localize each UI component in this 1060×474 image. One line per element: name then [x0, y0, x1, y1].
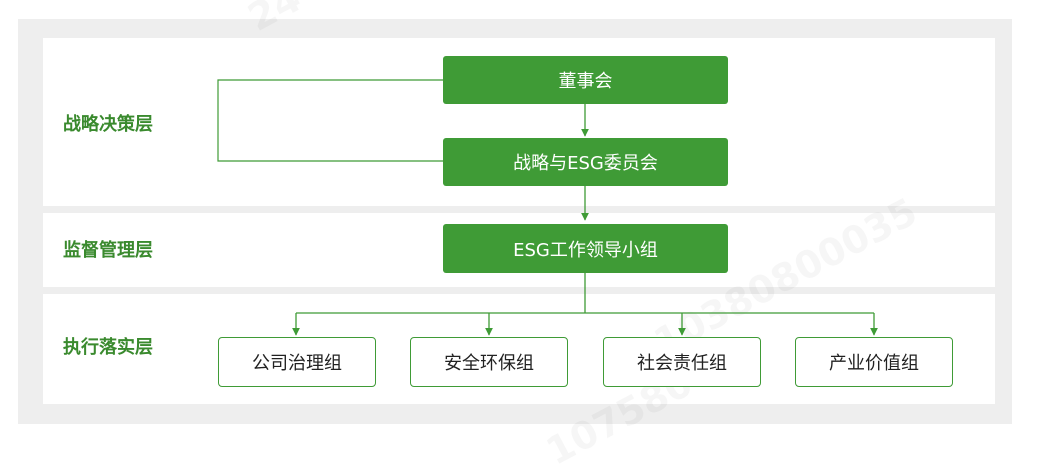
node-group-safety-env: 安全环保组	[410, 337, 568, 387]
node-leading-group: ESG工作领导小组	[443, 224, 728, 273]
layer-label-strategic: 战略决策层	[63, 114, 153, 135]
node-group-industry-value: 产业价值组	[795, 337, 953, 387]
node-committee: 战略与ESG委员会	[443, 138, 728, 186]
node-group-governance: 公司治理组	[218, 337, 376, 387]
node-group-social: 社会责任组	[603, 337, 761, 387]
node-board: 董事会	[443, 56, 728, 104]
layer-label-execution: 执行落实层	[63, 337, 153, 358]
layer-label-supervision: 监督管理层	[63, 240, 153, 261]
